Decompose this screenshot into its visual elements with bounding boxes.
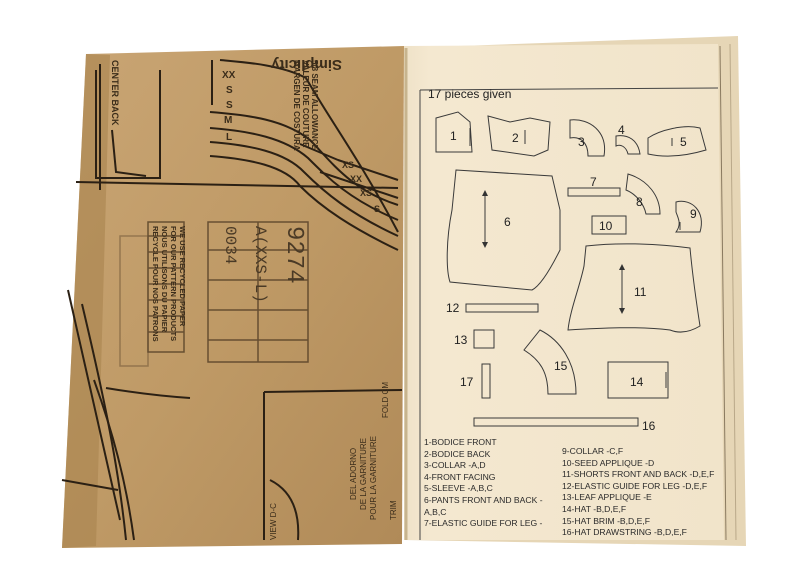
envelope-code: 0034 [221, 226, 239, 264]
trim-text-4: POUR LA GARNITURE [369, 436, 378, 520]
size-label: XX [350, 174, 362, 184]
pieces-given-label: 17 pieces given [428, 87, 511, 101]
allowance-line-2: VALEUR DE COUTURE [301, 60, 310, 148]
legend-item: 11-SHORTS FRONT AND BACK -D,E,F [562, 469, 715, 480]
piece-number: 15 [554, 359, 568, 373]
legend-item: 2-BODICE BACK [424, 448, 491, 459]
legend-left: 1-BODICE FRONT 2-BODICE BACK 3-COLLAR -A… [424, 437, 543, 530]
size-label: XS [360, 188, 372, 198]
trim-text-5: DEL ADORNO [349, 448, 358, 500]
pattern-piece-7 [567, 187, 621, 197]
recycle-note-line-2: FOR OUR PATTERN PRODUCTS [169, 226, 178, 341]
pattern-piece-11 [567, 243, 701, 333]
piece-number: 7 [590, 175, 597, 189]
size-range: A(XXS-L) [251, 226, 269, 303]
size-label: S [226, 100, 233, 111]
view-label: VIEW D-C [269, 503, 278, 540]
legend-right: 9-COLLAR -C,F 10-SEED APPLIQUE -D 11-SHO… [562, 446, 714, 539]
piece-number: 14 [630, 375, 644, 389]
piece-number: 9 [690, 207, 697, 221]
piece-number: 5 [680, 135, 687, 149]
piece-number: 17 [460, 375, 474, 389]
brand-logo: Simplicity [270, 56, 342, 73]
size-label: S [374, 204, 380, 214]
legend-item: 9-COLLAR -C,F [562, 446, 624, 456]
pattern-number: 9274 [280, 226, 307, 284]
legend-item: 7-ELASTIC GUIDE FOR LEG - [424, 518, 543, 529]
trim-text-1: FOLD CM [381, 382, 390, 418]
legend-item: 6-PANTS FRONT AND BACK - [424, 494, 543, 505]
pattern-piece-4 [615, 135, 641, 155]
legend-item: 10-SEED APPLIQUE -D [562, 457, 655, 468]
pattern-piece-12 [465, 303, 539, 313]
size-label: L [226, 132, 232, 143]
size-label: S [226, 85, 233, 96]
piece-number: 8 [636, 195, 643, 209]
size-label: XX [222, 70, 236, 81]
legend-item: 14-HAT -B,D,E,F [562, 503, 627, 514]
recycle-note-line-1: WE USE RECYCLED PAPER [178, 226, 187, 327]
instruction-sheet: 17 pieces given 1 2 3 4 5 6 7 8 9 10 11 … [404, 36, 746, 546]
center-back-label: CENTER BACK [110, 60, 120, 126]
allowance-line-1: 5/8 SEAM ALLOWANCE [310, 60, 319, 151]
piece-number: 10 [599, 219, 613, 233]
piece-number: 2 [512, 131, 519, 145]
legend-item: 4-FRONT FACING [424, 471, 496, 482]
legend-item: 15-HAT BRIM -B,D,E,F [562, 515, 651, 526]
pattern-envelope: Simplicity 5/8 SEAM ALLOWANCE VALEUR DE … [61, 46, 404, 548]
legend-item: A,B,C [424, 506, 447, 517]
legend-item: 16-HAT DRAWSTRING -B,D,E,F [562, 527, 687, 538]
pattern-piece-5 [647, 126, 707, 157]
pattern-piece-16 [473, 417, 639, 427]
piece-number: 11 [634, 285, 647, 299]
pattern-piece-8 [625, 173, 661, 215]
pattern-piece-17 [481, 363, 491, 399]
recycle-note-line-3: NOUS UTILISONS DU PAPIER [160, 226, 169, 333]
size-label: M [224, 115, 232, 126]
allowance-line-3: MARGEN DE COSTURA [292, 60, 301, 151]
piece-number: 12 [446, 301, 460, 315]
pattern-piece-15 [523, 329, 577, 395]
pattern-piece-9 [675, 200, 702, 233]
pattern-piece-10 [591, 215, 627, 235]
trim-text-2: TRIM [389, 500, 398, 520]
legend-item: 3-COLLAR -A,D [424, 460, 486, 471]
trim-text-3: DE LA GARNITURE [359, 438, 368, 510]
size-label: XS [342, 160, 354, 170]
pattern-piece-3 [569, 119, 606, 157]
legend-item: 12-ELASTIC GUIDE FOR LEG -D,E,F [562, 480, 708, 491]
piece-number: 4 [618, 123, 625, 137]
pattern-piece-2 [487, 115, 551, 157]
piece-number: 3 [578, 135, 585, 149]
pattern-piece-13 [473, 329, 495, 349]
piece-number: 13 [454, 333, 468, 347]
pattern-piece-14 [607, 361, 669, 399]
legend-item: 13-LEAF APPLIQUE -E [562, 492, 652, 503]
legend-item: 5-SLEEVE -A,B,C [424, 483, 493, 494]
piece-number: 6 [504, 215, 511, 229]
pattern-piece-6 [446, 169, 561, 291]
recycle-note-line-4: RECYCLE POUR NOS PATRONS [151, 226, 160, 342]
piece-number: 1 [450, 129, 457, 143]
pattern-piece-1 [435, 111, 473, 153]
legend-item: 1-BODICE FRONT [424, 437, 497, 447]
piece-number: 16 [642, 419, 656, 433]
